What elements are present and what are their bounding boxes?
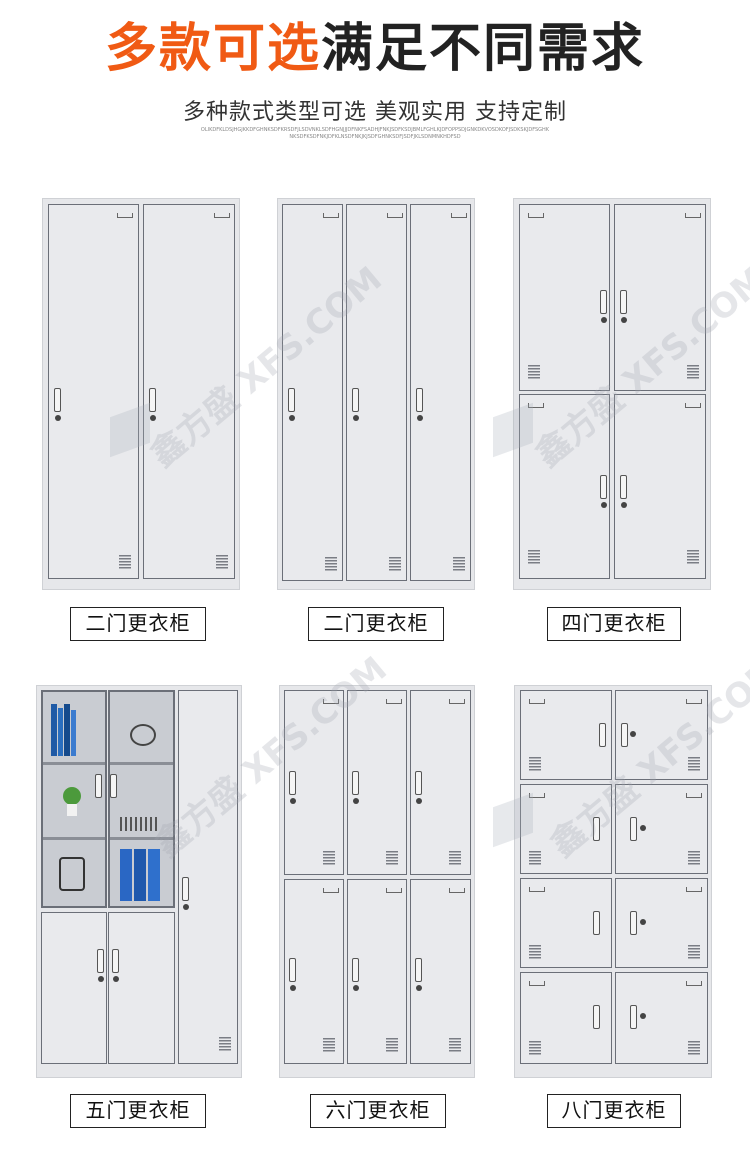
product-label: 二门更衣柜 xyxy=(70,607,206,641)
cabinet-door xyxy=(143,204,235,579)
cabinet-body xyxy=(514,685,712,1078)
cabinet-door xyxy=(614,204,706,391)
cabinet-body xyxy=(42,198,240,590)
cabinet-door xyxy=(615,878,708,968)
header: 多款可选满足不同需求 多种款式类型可选 美观实用 支持定制 OLIKDFKLDS… xyxy=(0,0,750,160)
title-dark: 满足不同需求 xyxy=(321,19,646,79)
cabinet-body xyxy=(277,198,475,590)
cabinet-door xyxy=(48,204,139,579)
cabinet-door xyxy=(346,204,407,581)
cabinet-door xyxy=(347,879,407,1064)
glass-door xyxy=(108,690,175,908)
product-label: 五门更衣柜 xyxy=(70,1094,206,1128)
subtitle: 多种款式类型可选 美观实用 支持定制 xyxy=(183,100,567,125)
cabinet-door xyxy=(614,394,706,579)
cabinet-door xyxy=(108,912,175,1064)
cabinet-door xyxy=(284,690,344,875)
cabinet-door xyxy=(347,690,407,875)
cabinet-door xyxy=(615,784,708,874)
cabinet-door xyxy=(519,394,610,579)
cabinet-door xyxy=(615,972,708,1064)
cabinet-door xyxy=(615,690,708,780)
cabinet-door xyxy=(410,879,471,1064)
cabinet-door xyxy=(284,879,344,1064)
cabinet-door xyxy=(410,204,471,581)
cabinet-body xyxy=(279,685,475,1078)
cabinet-door xyxy=(410,690,471,875)
cabinet-body xyxy=(513,198,711,590)
cabinet-door xyxy=(41,912,107,1064)
glass-door xyxy=(41,690,107,908)
product-label: 四门更衣柜 xyxy=(547,607,681,641)
cabinet-door xyxy=(520,972,612,1064)
fine-print: OLIKDFKLDSJHGJKKDFGHNKSDFKRSDFJLSDVNKLSD… xyxy=(200,127,550,140)
product-label: 六门更衣柜 xyxy=(310,1094,446,1128)
product-label: 八门更衣柜 xyxy=(547,1094,681,1128)
cabinet-door xyxy=(519,204,610,391)
cabinet-door xyxy=(178,690,238,1064)
cabinet-door xyxy=(520,690,612,780)
cabinet-door xyxy=(282,204,343,581)
cabinet-body xyxy=(36,685,242,1078)
title-accent: 多款可选 xyxy=(104,19,321,79)
page-title: 多款可选满足不同需求 xyxy=(0,18,750,80)
cabinet-door xyxy=(520,878,612,968)
cabinet-door xyxy=(520,784,612,874)
product-label: 二门更衣柜 xyxy=(308,607,444,641)
